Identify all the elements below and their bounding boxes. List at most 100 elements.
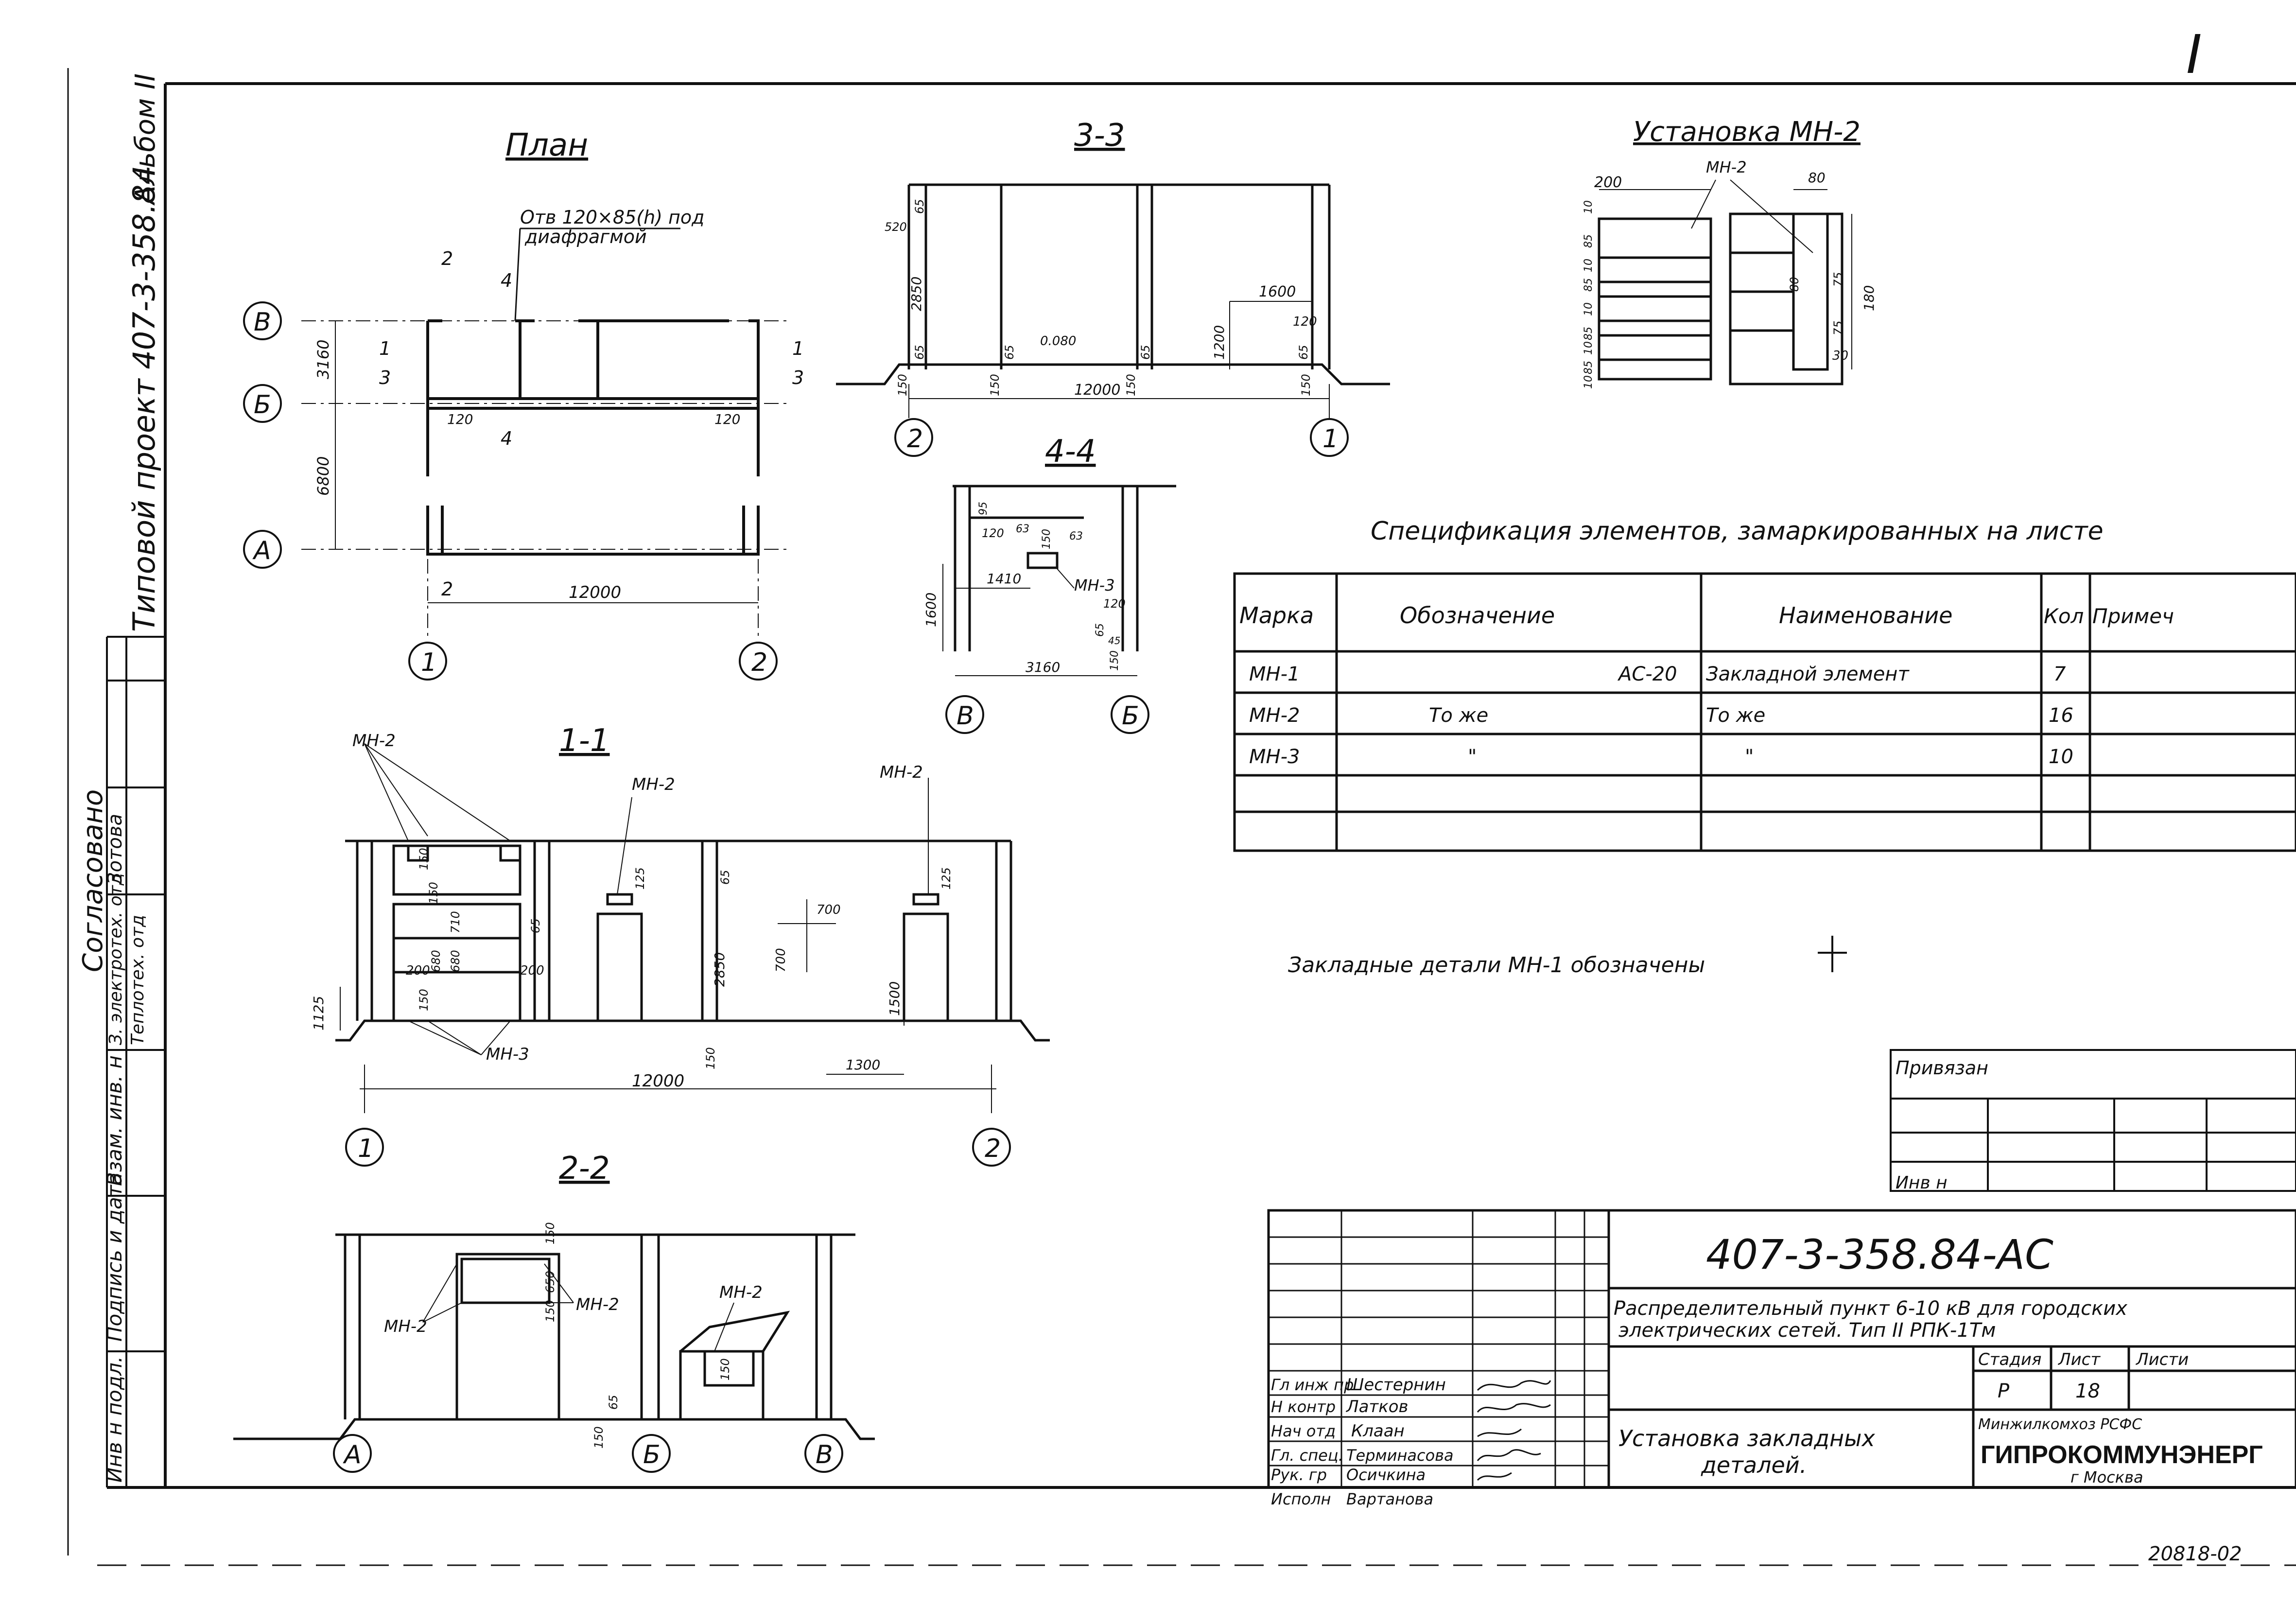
stamp-bottom: 20818-02 [2148,1543,2242,1565]
mn2-dim-80b-text: 80 [1788,277,1801,292]
s11-axis-2-label: 2 [985,1134,1001,1163]
s11-dim-200a: 200 [406,963,430,978]
spec-header-name: Наименование [1779,602,1952,629]
margin-cell-2: Подпись и дата [103,1172,126,1342]
plan-title: План [505,127,588,163]
s11-dim-1125: 1125 [311,996,327,1031]
margin-cell-3: Инв н подл. [103,1356,126,1483]
tb-sheets-label: Листи [2135,1350,2189,1369]
s33-dim-150a: 150 [896,374,909,396]
mn2-dim-180-text: 180 [1861,285,1877,311]
mn2-dim-10c-text: 10 [1583,302,1595,316]
s33-title: 3-3 [1074,118,1125,154]
sec-mark-3-left: 3 [379,367,391,388]
tb-code: 407-3-358.84-АС [1706,1231,2053,1278]
axis-bubble-2 [739,642,778,681]
s33-dim-65d-text: 65 [1139,345,1152,360]
tb-org-name: ГИПРОКОММУНЭНЕРГ [1981,1441,2263,1469]
s22-axis-b-label: Б [643,1440,661,1469]
s44-dim-63b: 63 [1069,530,1083,542]
s33-dim-150d: 150 [1299,374,1313,396]
spec-row-1-qty: 7 [2053,663,2066,685]
s11-dim-680b-text: 680 [449,950,462,972]
s22-axis-b [632,1434,671,1473]
mn2-dim-85d: 85 [1583,361,1595,374]
s22-dim-65: 65 [607,1395,620,1410]
mn2-dim-85b-text: 85 [1583,278,1595,292]
tb-project-line-1: Распределительный пункт 6-10 кВ для горо… [1614,1297,2127,1320]
legend-note: Закладные детали МН-1 обозначены [1288,936,1847,978]
sec-mark-3-right: 3 [792,367,804,388]
margin-row-2: Теплотех. отд [128,915,148,1045]
mn2-dim-80b: 80 [1788,277,1801,292]
s33-dim-150c: 150 [1124,374,1138,396]
s11-dim-700a: 700 [817,903,841,917]
s33-dim-65c: 65 [1003,345,1016,360]
s33-dim-1200-text: 1200 [1211,325,1227,360]
sig-name-1: Шестернин [1346,1375,1446,1395]
side-title-text: Типовой проект 407-3-358.84 [126,165,162,632]
spec-row-1-designation: АС-20 [1617,663,1677,685]
s33-dim-150b-text: 150 [988,374,1002,396]
sig-role-2: Н контр [1271,1398,1336,1416]
s44-dim-63a: 63 [1016,523,1029,535]
s33-dim-520: 520 [885,220,907,234]
s11-dim-125b-text: 125 [939,867,953,890]
plan-dim-120b: 120 [714,411,740,427]
sig-role-1: Гл инж пр [1271,1376,1354,1394]
mn2-dim-85b: 85 [1583,278,1595,292]
tb-project-line-2: электрических сетей. Тип II РПК-1Тм [1618,1319,1996,1342]
mn2-dim-80: 80 [1808,170,1826,186]
mn2-dim-180: 180 [1861,285,1877,311]
section-3-3: 3-3 2 1 12000 2850 1600 1200 120 0.080 [836,118,1390,457]
s11-dim-125a-text: 125 [633,867,647,890]
mn2-dim-75a-text: 75 [1831,272,1845,287]
spec-header-designation: Обозначение [1400,602,1555,629]
mn2-title: Установка МН-2 [1633,116,1861,148]
agreed-text: Согласовано [77,789,109,972]
mn2-dim-10b: 10 [1583,259,1595,272]
mn2-dim-10b-text: 10 [1583,259,1595,272]
s11-dim-680a-text: 680 [429,950,443,972]
s22-title: 2-2 [559,1151,610,1187]
mn2-dim-85a: 85 [1583,234,1595,248]
tb-stage-label: Стадия [1978,1350,2041,1369]
spec-row-3-qty: 10 [2049,746,2073,768]
s11-dim-2850: 2850 [712,952,728,987]
s44-axis-b [1111,695,1149,734]
s11-dim-1300: 1300 [846,1057,880,1073]
tb-org-city: г Москва [2070,1468,2143,1486]
s11-dim-65a-text: 65 [529,918,542,933]
mn2-dim-75b: 75 [1831,320,1845,335]
s11-label-mh3: МН-3 [486,1045,529,1064]
s11-dim-150a: 150 [417,848,431,870]
spec-row-2-designation: То же [1429,704,1488,727]
s22-dim-650: 650 [543,1271,557,1293]
spec-row-2-mark: МН-2 [1249,704,1300,727]
s33-dim-65e: 65 [1297,345,1310,360]
inv-label: Инв н [1896,1173,1948,1193]
plan-dim-6800-text: 6800 [314,456,332,496]
s11-dim-150d: 150 [704,1047,717,1069]
s33-dim-120: 120 [1293,315,1317,329]
spec-header-note: Примеч [2092,604,2174,628]
s11-dim-150c: 150 [417,989,431,1011]
s11-dim-150a-text: 150 [417,848,431,870]
legend-note-text: Закладные детали МН-1 обозначены [1288,953,1705,978]
plan-dim-3160-text: 3160 [314,340,332,379]
mn2-dim-85c: 85 [1583,327,1595,340]
axis-bubble-1 [408,642,447,681]
s44-dim-1600-text: 1600 [923,593,939,627]
s22-axis-v-label: В [816,1440,833,1469]
s33-dim-65a: 65 [913,199,926,214]
axis-label-v: В [254,308,271,337]
s33-dim-65b: 65 [913,345,926,360]
spec-row-3-designation: " [1468,746,1477,768]
s11-dim-150d-text: 150 [704,1047,717,1069]
mn2-dim-10e: 10 [1583,375,1595,389]
album-text: Альбом II [130,73,161,206]
tb-org-line: Минжилкомхоз РСФС [1978,1416,2142,1433]
s33-dim-12000: 12000 [1074,382,1120,399]
s11-dim-710: 710 [449,911,462,933]
